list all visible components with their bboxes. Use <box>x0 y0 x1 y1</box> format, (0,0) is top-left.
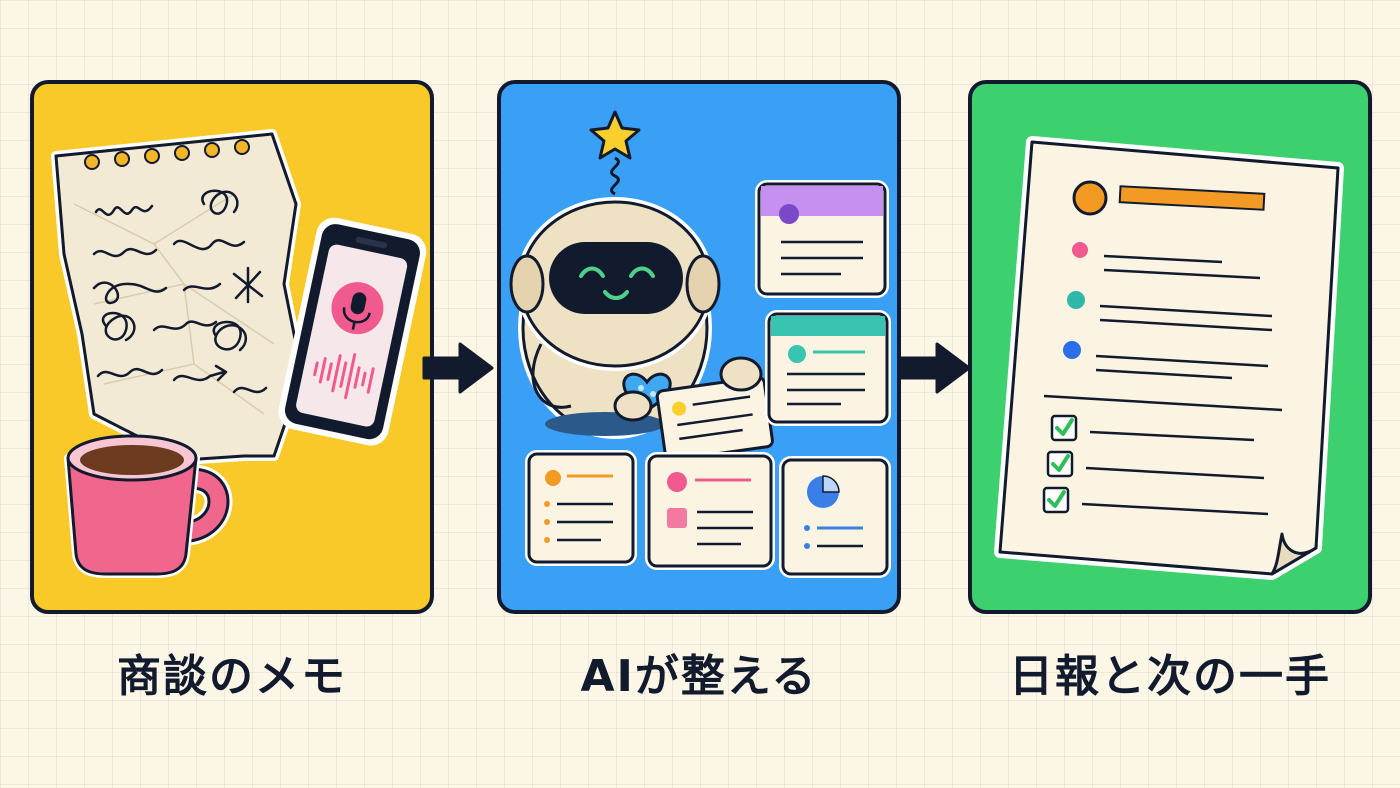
microphone-icon <box>331 282 384 335</box>
notepad-icon <box>51 129 307 465</box>
step-label-ai: AIが整える <box>580 651 818 702</box>
bullet-icon <box>1063 242 1088 359</box>
robot-icon <box>509 197 774 462</box>
star-icon <box>589 110 641 160</box>
report-panel <box>968 80 1372 614</box>
arrow-right-icon <box>899 342 971 394</box>
memo-panel <box>30 80 434 614</box>
arrow-right-icon <box>422 342 494 394</box>
document-icon <box>994 136 1344 580</box>
pie-chart-icon <box>807 475 840 508</box>
checkbox-icon <box>1046 450 1074 478</box>
card-icon <box>645 452 775 570</box>
checkbox-icon <box>1042 486 1070 514</box>
step-label-memo: 商談のメモ <box>117 651 347 702</box>
step-label-report: 日報と次の一手 <box>1009 651 1331 702</box>
card-icon <box>525 450 637 566</box>
ai-panel <box>497 80 901 614</box>
smartphone-icon <box>278 217 427 446</box>
card-icon <box>755 180 889 298</box>
checkbox-icon <box>1050 414 1078 442</box>
card-icon <box>779 456 891 578</box>
coffee-mug-icon <box>64 434 233 578</box>
card-icon <box>655 375 774 462</box>
card-icon <box>765 310 891 426</box>
